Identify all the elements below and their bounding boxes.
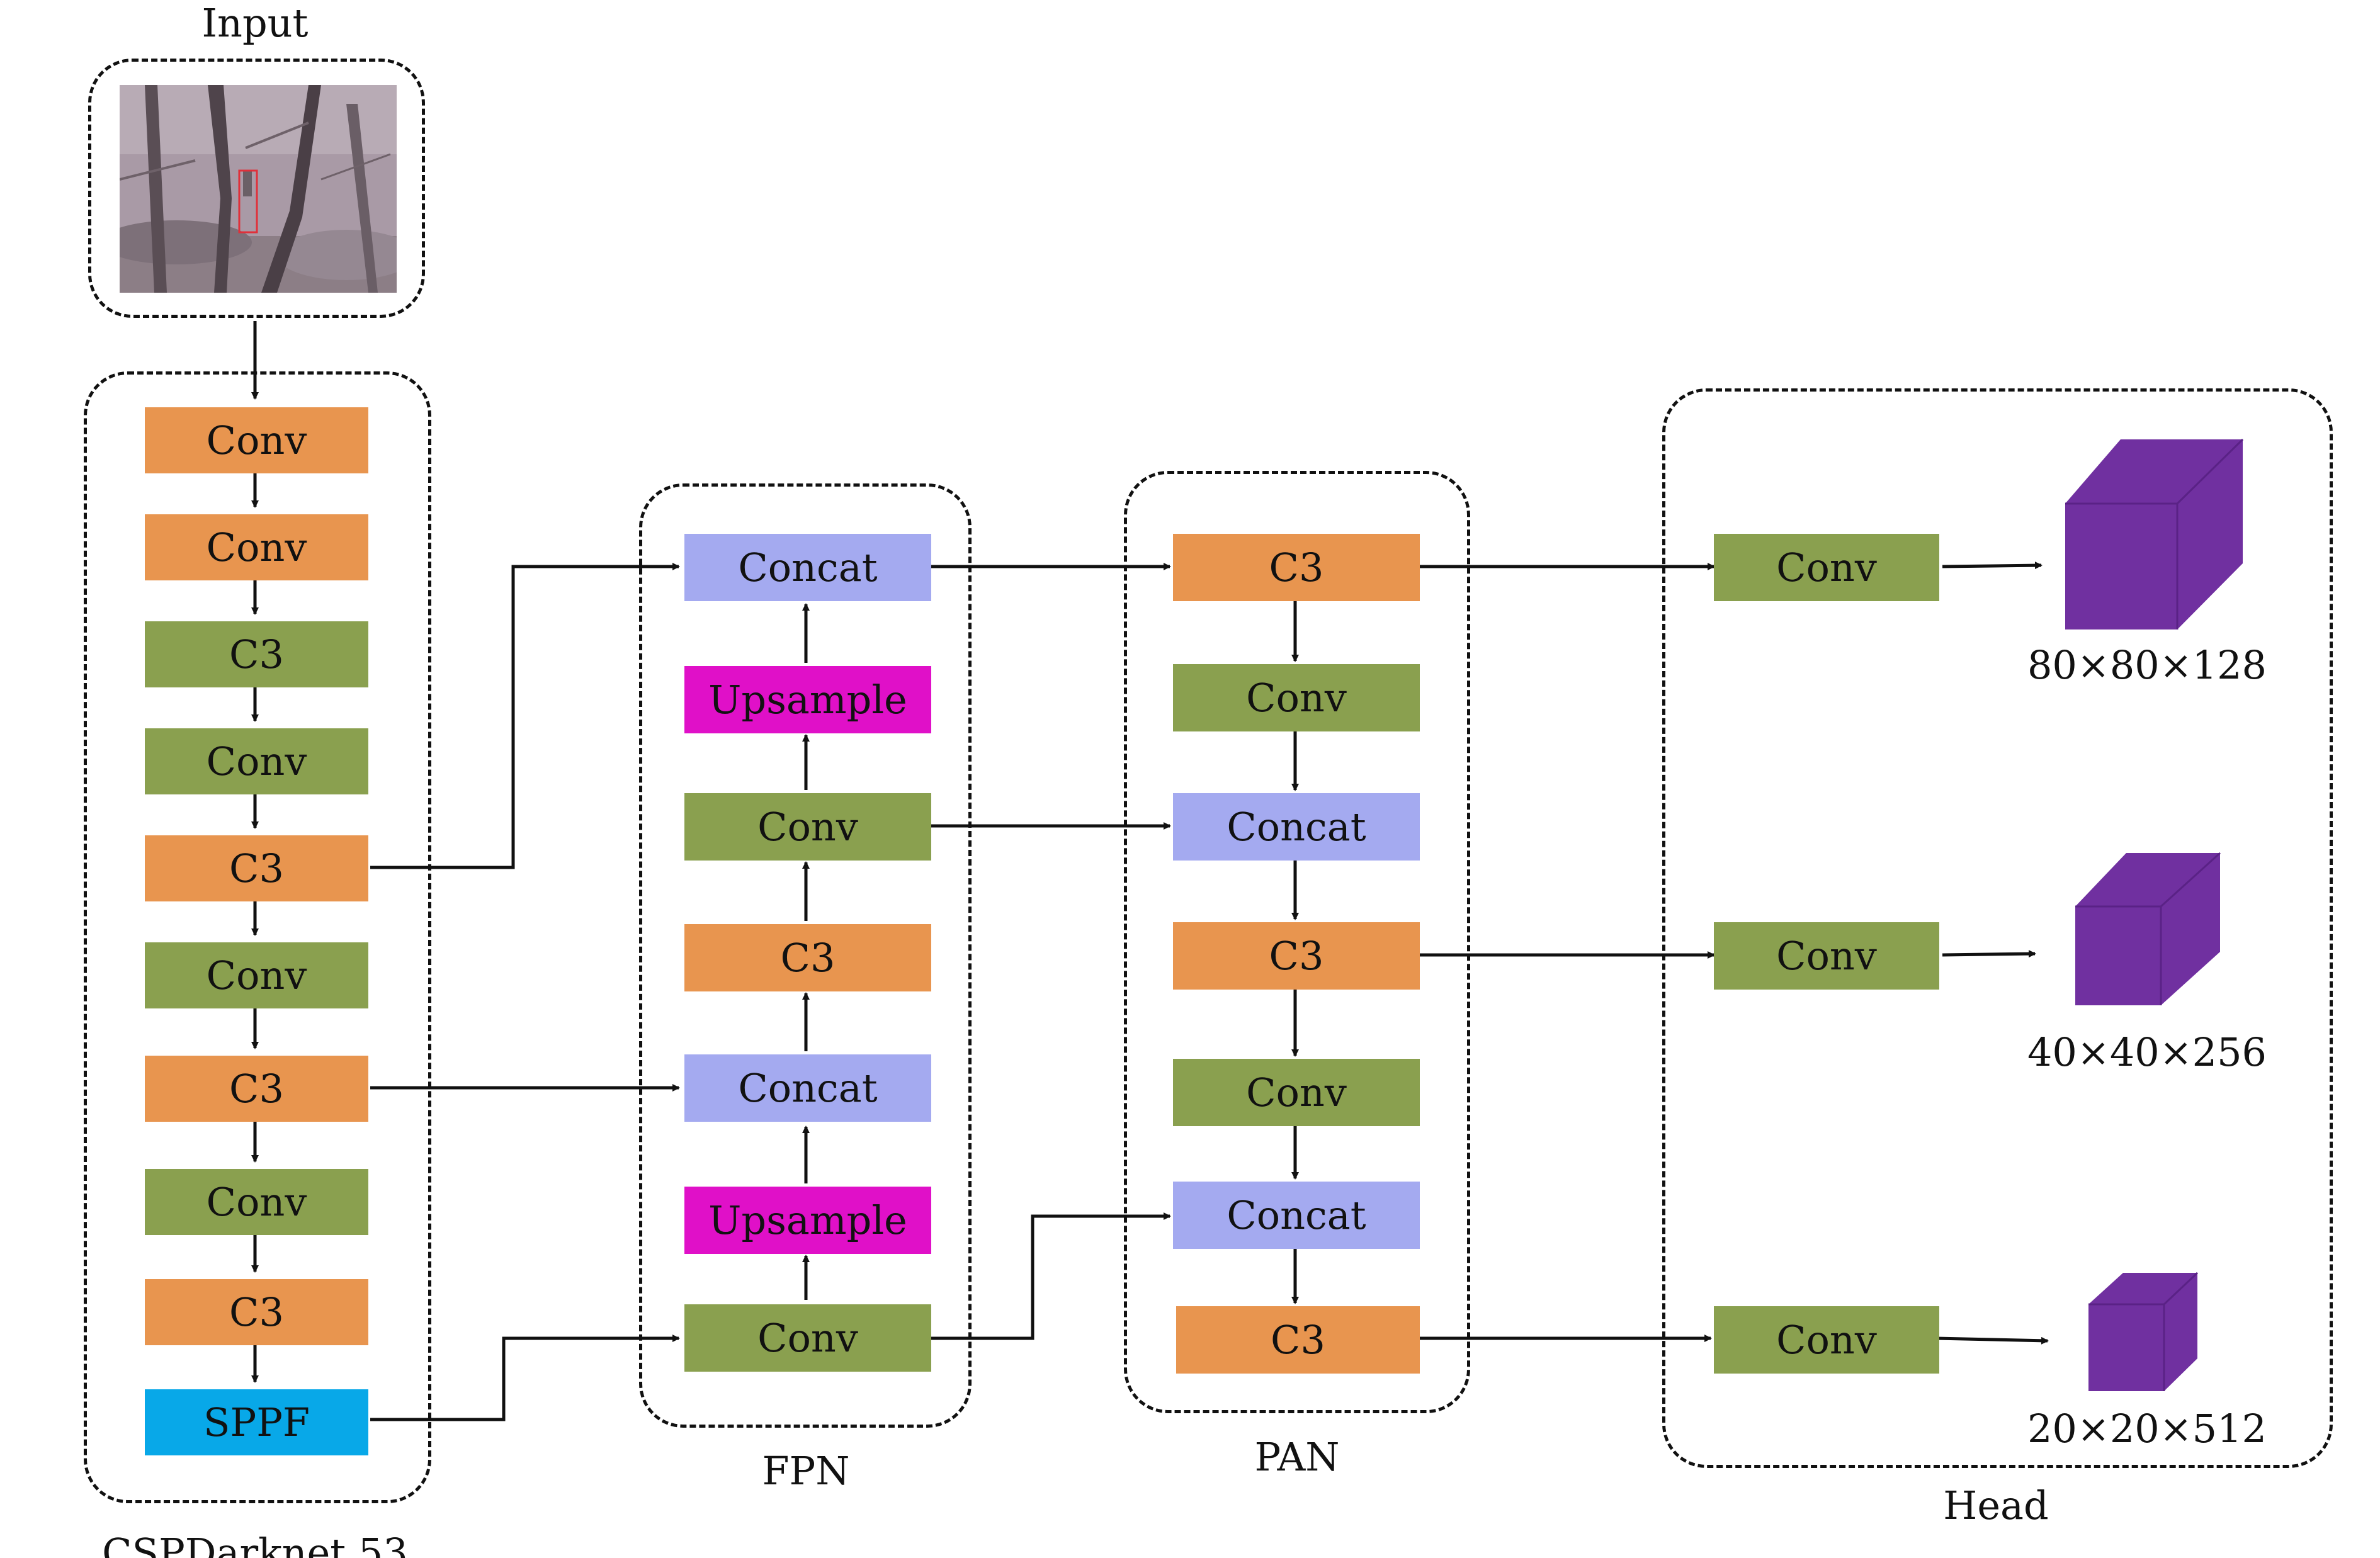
fpn-c3: C3 xyxy=(684,924,931,991)
output-cube-large xyxy=(2065,438,2244,629)
backbone-label: CSPDarknet 53 xyxy=(102,1530,408,1558)
backbone-conv-5: Conv xyxy=(145,1169,368,1235)
input-image xyxy=(120,85,397,293)
backbone-conv-1: Conv xyxy=(145,407,368,473)
fpn-upsample-2: Upsample xyxy=(684,1187,931,1254)
backbone-group-frame xyxy=(84,371,431,1503)
backbone-c3-3: C3 xyxy=(145,1056,368,1122)
fpn-group-frame xyxy=(639,483,972,1428)
head-conv-2: Conv xyxy=(1714,922,1939,990)
backbone-conv-2: Conv xyxy=(145,514,368,580)
pan-c3-1: C3 xyxy=(1173,534,1420,601)
output-cube-small xyxy=(2088,1272,2199,1391)
fpn-concat-1: Concat xyxy=(684,534,931,601)
output-cube-medium xyxy=(2075,852,2221,1005)
fpn-concat-2: Concat xyxy=(684,1054,931,1122)
fpn-label: FPN xyxy=(762,1448,850,1494)
head-conv-3: Conv xyxy=(1714,1306,1939,1374)
output-shape-small: 20×20×512 xyxy=(2027,1406,2267,1452)
head-conv-1: Conv xyxy=(1714,534,1939,601)
pan-conv-2: Conv xyxy=(1173,1059,1420,1126)
output-shape-large: 80×80×128 xyxy=(2027,642,2267,688)
head-group-frame xyxy=(1662,388,2333,1468)
backbone-conv-4: Conv xyxy=(145,942,368,1008)
pan-label: PAN xyxy=(1254,1434,1340,1480)
output-shape-medium: 40×40×256 xyxy=(2027,1029,2267,1075)
fpn-conv-2: Conv xyxy=(684,1304,931,1372)
pan-c3-2: C3 xyxy=(1173,922,1420,990)
pan-concat-1: Concat xyxy=(1173,793,1420,861)
input-label: Input xyxy=(201,0,309,46)
pan-group-frame xyxy=(1124,471,1470,1413)
pan-concat-2: Concat xyxy=(1173,1182,1420,1249)
fpn-upsample-1: Upsample xyxy=(684,666,931,733)
fpn-conv-1: Conv xyxy=(684,793,931,861)
pan-c3-3: C3 xyxy=(1176,1306,1420,1374)
pan-conv-1: Conv xyxy=(1173,664,1420,731)
head-label: Head xyxy=(1943,1482,2049,1528)
backbone-c3-4: C3 xyxy=(145,1279,368,1345)
input-group-frame xyxy=(88,59,425,318)
backbone-c3-1: C3 xyxy=(145,621,368,687)
backbone-c3-2: C3 xyxy=(145,835,368,901)
backbone-conv-3: Conv xyxy=(145,728,368,794)
backbone-sppf: SPPF xyxy=(145,1389,368,1455)
detection-box xyxy=(238,169,258,234)
